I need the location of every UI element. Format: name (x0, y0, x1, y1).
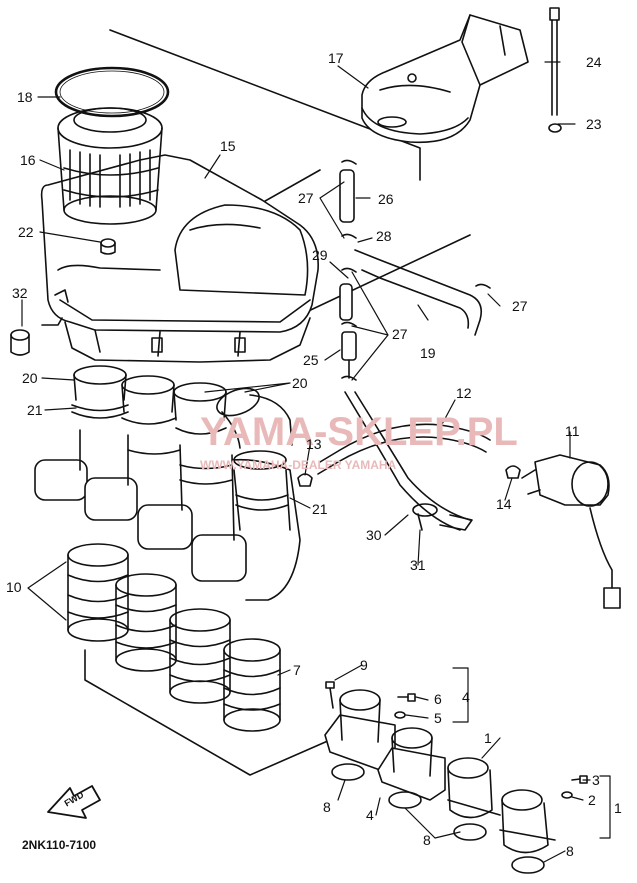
clip-14 (505, 465, 521, 479)
diagram-code: 2NK110-7100 (22, 838, 97, 852)
part-label-17: 17 (328, 50, 344, 66)
part-label-27: 27 (392, 326, 408, 342)
watermark-sub: WWW.YAMAHA-DEALER YAMAHA (200, 458, 397, 472)
washer-2 (561, 791, 573, 799)
part-label-19: 19 (420, 345, 436, 361)
part-label-7: 7 (293, 662, 301, 678)
assembly-line (299, 234, 471, 316)
part-label-22: 22 (18, 224, 34, 240)
air-cleaner-case (40, 154, 319, 363)
part-label-21: 21 (27, 402, 43, 418)
part-label-8: 8 (566, 843, 574, 859)
clips-27 (341, 159, 491, 381)
part-label-4: 4 (462, 689, 470, 705)
part-label-13: 13 (306, 436, 322, 452)
part-label-2: 2 (588, 792, 596, 808)
clamp-31 (412, 503, 438, 531)
intake-manifolds (324, 689, 556, 854)
assembly-line (84, 649, 331, 776)
part-label-31: 31 (410, 557, 426, 573)
o-ring-8 (388, 791, 422, 809)
washer (548, 123, 562, 133)
washer-5 (394, 711, 406, 719)
part-label-20: 20 (22, 370, 38, 386)
part-label-11: 11 (565, 423, 580, 439)
part-label-27: 27 (512, 298, 528, 314)
part-label-28: 28 (376, 228, 392, 244)
part-label-3: 3 (592, 772, 600, 788)
part-label-27: 27 (298, 190, 314, 206)
intake-duct (361, 14, 529, 144)
part-label-29: 29 (312, 247, 328, 263)
o-ring-inner (59, 70, 165, 114)
part-label-21: 21 (312, 501, 328, 517)
bolt-long (549, 7, 560, 116)
watermark-main: YAMA-SKLEP.PL (200, 410, 518, 454)
part-label-1: 1 (614, 800, 622, 816)
part-label-6: 6 (434, 691, 442, 707)
part-label-18: 18 (17, 89, 33, 105)
screw-6 (397, 693, 416, 702)
hoses-and-fuel-filter (317, 169, 491, 531)
part-label-8: 8 (423, 832, 431, 848)
o-ring-8 (453, 823, 487, 841)
part-label-30: 30 (366, 527, 382, 543)
carburetor-assembly (34, 365, 301, 601)
air-filter-element (57, 107, 163, 225)
part-label-20: 20 (292, 375, 308, 391)
part-label-16: 16 (20, 152, 36, 168)
part-label-25: 25 (303, 352, 319, 368)
part-label-24: 24 (586, 54, 602, 70)
o-ring-8 (511, 856, 545, 874)
part-label-26: 26 (378, 191, 394, 207)
part-label-32: 32 (12, 285, 28, 301)
clip-13 (297, 473, 313, 487)
part-label-8: 8 (323, 799, 331, 815)
part-label-23: 23 (586, 116, 602, 132)
screw-9 (325, 681, 335, 709)
part-label-9: 9 (360, 657, 368, 673)
part-label-15: 15 (220, 138, 236, 154)
assembly-line (109, 29, 421, 181)
part-label-1: 1 (484, 730, 492, 746)
forward-arrow-icon (47, 785, 101, 819)
fuel-pump (521, 454, 621, 609)
clamp-set-10 (67, 543, 281, 732)
part-label-4: 4 (366, 807, 374, 823)
leader-lines (21, 61, 611, 863)
part-label-14: 14 (496, 496, 512, 512)
o-ring-8 (331, 763, 365, 781)
damper-32 (10, 329, 30, 356)
part-label-5: 5 (434, 710, 442, 726)
o-ring (54, 66, 170, 118)
part-label-10: 10 (6, 579, 22, 595)
part-label-12: 12 (456, 385, 472, 401)
grommet-22 (100, 238, 116, 255)
